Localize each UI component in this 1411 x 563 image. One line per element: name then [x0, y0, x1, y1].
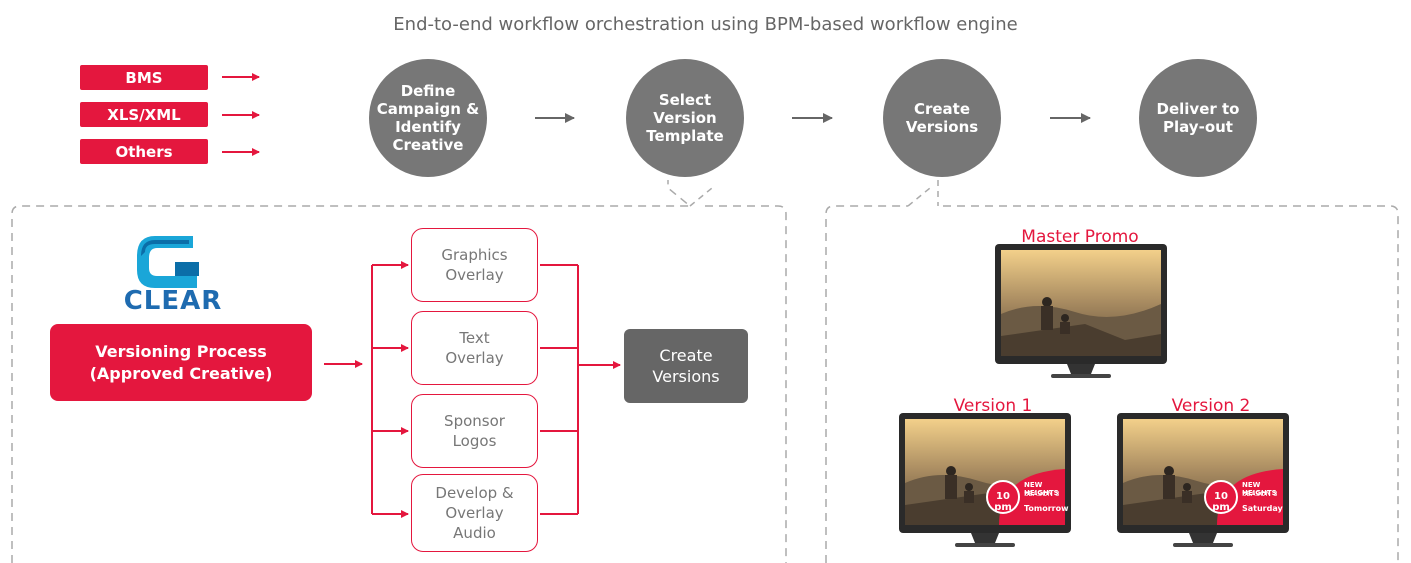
brand-name: CLEAR — [123, 286, 223, 316]
overlay-season: SEASON 3 — [1242, 490, 1278, 498]
step-label: Select Version Template — [646, 91, 724, 145]
source-xls-xml: XLS/XML — [80, 102, 208, 127]
overlay-time: 10 pm — [994, 491, 1012, 513]
step-select-template: Select Version Template — [626, 59, 744, 177]
task-develop-audio: Develop & Overlay Audio — [411, 474, 538, 552]
task-sponsor-logos: Sponsor Logos — [411, 394, 538, 468]
overlay-show: NEW HEIGHTS — [1242, 481, 1277, 497]
right-panel-border — [825, 205, 1399, 563]
version-1-tv-icon — [899, 413, 1071, 547]
task-label: Graphics Overlay — [441, 246, 508, 284]
step-label: Define Campaign & Identify Creative — [376, 82, 480, 154]
create-versions-box: Create Versions — [624, 329, 748, 403]
step-deliver: Deliver to Play-out — [1139, 59, 1257, 177]
overlay-show: NEW HEIGHTS — [1024, 481, 1059, 497]
step-create-versions: Create Versions — [883, 59, 1001, 177]
overlay-time: 10 pm — [1212, 491, 1230, 513]
step-label: Deliver to Play-out — [1156, 100, 1240, 136]
right-panel-notch — [907, 187, 931, 207]
source-bms: BMS — [80, 65, 208, 90]
master-promo-label: Master Promo — [1021, 227, 1139, 247]
source-others: Others — [80, 139, 208, 164]
versioning-process-label: Versioning Process (Approved Creative) — [89, 341, 273, 383]
task-graphics-overlay: Graphics Overlay — [411, 228, 538, 302]
task-label: Text Overlay — [445, 329, 504, 367]
master-promo-tv-icon — [995, 244, 1167, 378]
version-1-label: Version 1 — [953, 396, 1033, 416]
step-label: Create Versions — [905, 100, 979, 136]
page-title: End-to-end workflow orchestration using … — [393, 14, 1018, 35]
create-versions-label: Create Versions — [652, 346, 720, 386]
left-panel-notch — [689, 187, 713, 207]
version-2-tv-icon — [1117, 413, 1289, 547]
task-label: Develop & Overlay Audio — [435, 484, 514, 542]
step-define-campaign: Define Campaign & Identify Creative — [369, 59, 487, 177]
clear-logo-icon — [137, 236, 199, 288]
overlay-day: Saturday — [1242, 504, 1283, 513]
task-text-overlay: Text Overlay — [411, 311, 538, 385]
task-label: Sponsor Logos — [444, 412, 505, 450]
version-2-tv: 10 pm NEW HEIGHTS SEASON 3 Saturday — [1117, 413, 1289, 551]
left-panel-border — [11, 180, 787, 563]
overlay-season: SEASON 3 — [1024, 490, 1060, 498]
versioning-process-box: Versioning Process (Approved Creative) — [50, 324, 312, 401]
version-1-tv: 10 pm NEW HEIGHTS SEASON 3 Tomorrow — [899, 413, 1071, 551]
overlay-day: Tomorrow — [1024, 504, 1069, 513]
version-2-label: Version 2 — [1171, 396, 1251, 416]
